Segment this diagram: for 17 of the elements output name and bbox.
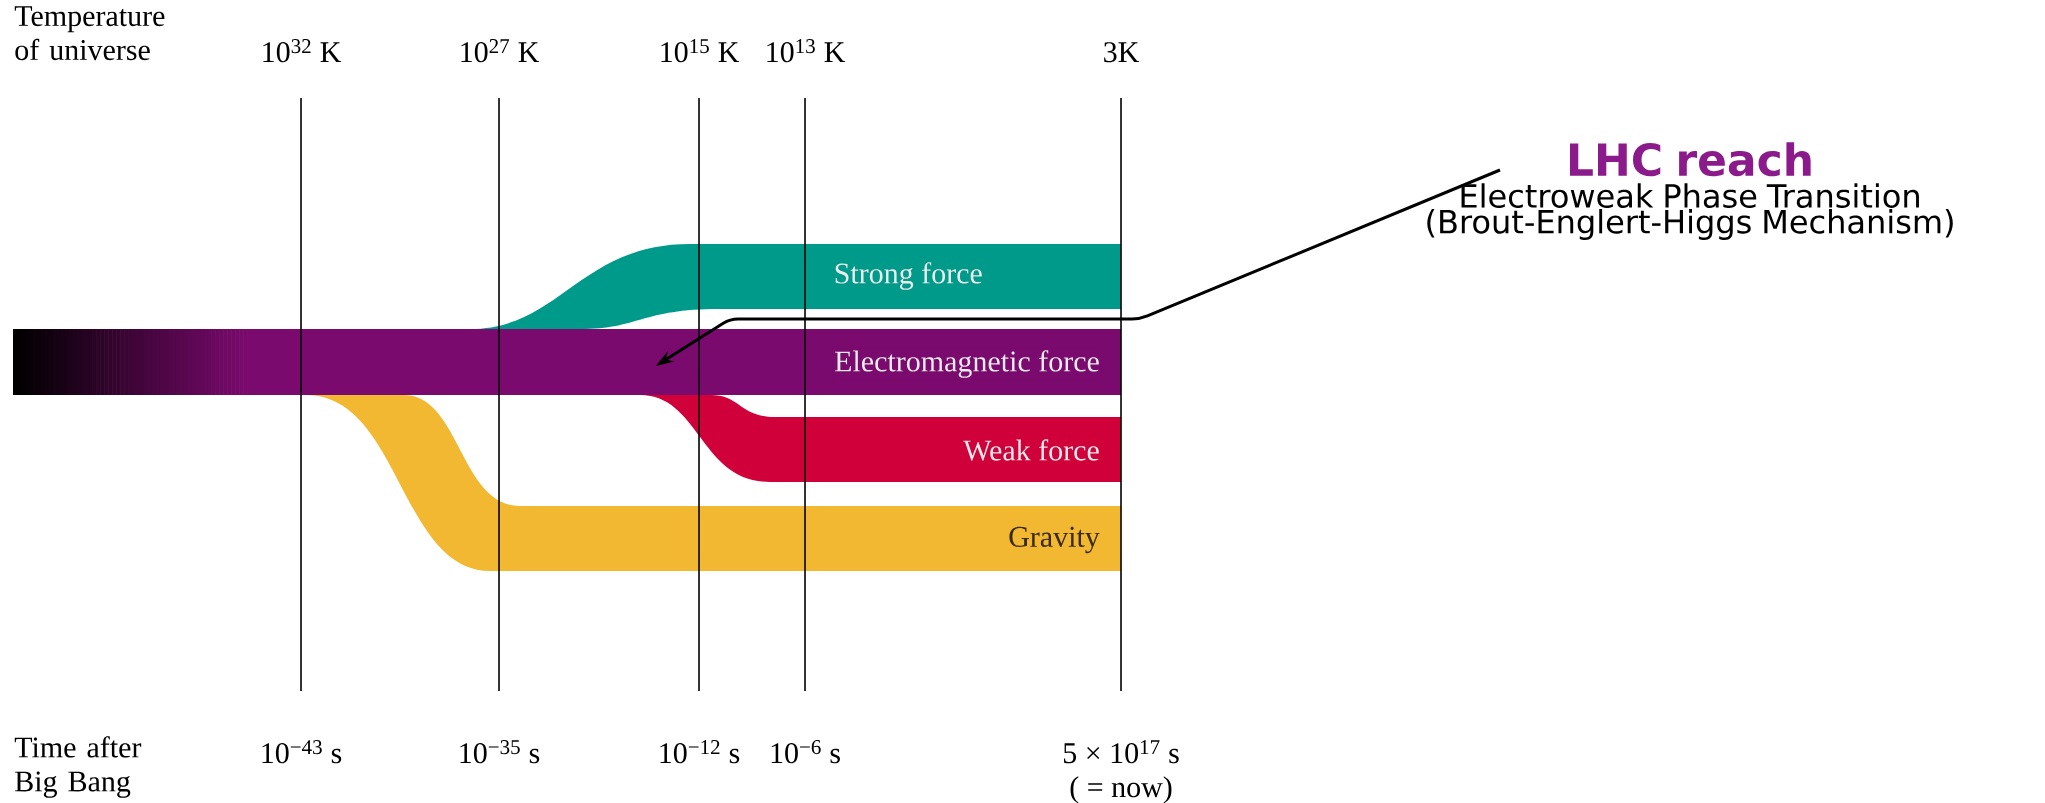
force-band: Strong force <box>470 244 1121 329</box>
annotation-text: LHC reach Electroweak Phase Transition (Brout-Englert-Higgs Mechanism) <box>1427 142 1953 240</box>
axis-label: 5 × 10$^{17}$ s <box>1063 740 1179 764</box>
axis-label: 10$^{32}$ K <box>263 39 342 63</box>
axis-label: 10$^{27}$ K <box>461 39 540 63</box>
axis-label: 10$^{−12}$ s <box>660 740 740 764</box>
force-band: Electromagnetic force <box>13 329 1121 395</box>
axis-label: 10$^{15}$ K <box>661 39 740 63</box>
axis-label: Time after Big Bang <box>14 736 142 798</box>
axis-label: 10$^{−43}$ s <box>262 740 342 764</box>
axis-label: 10$^{−6}$ s <box>771 740 840 764</box>
axis-label: 10$^{−35}$ s <box>460 740 540 764</box>
axis-label: ( = now) <box>1070 776 1172 803</box>
axis-label: Temperature of universe <box>14 6 165 61</box>
force-band: Weak force <box>640 395 1121 482</box>
axis-label: 10$^{13}$ K <box>767 39 846 63</box>
axis-label: 3K <box>1104 42 1140 63</box>
